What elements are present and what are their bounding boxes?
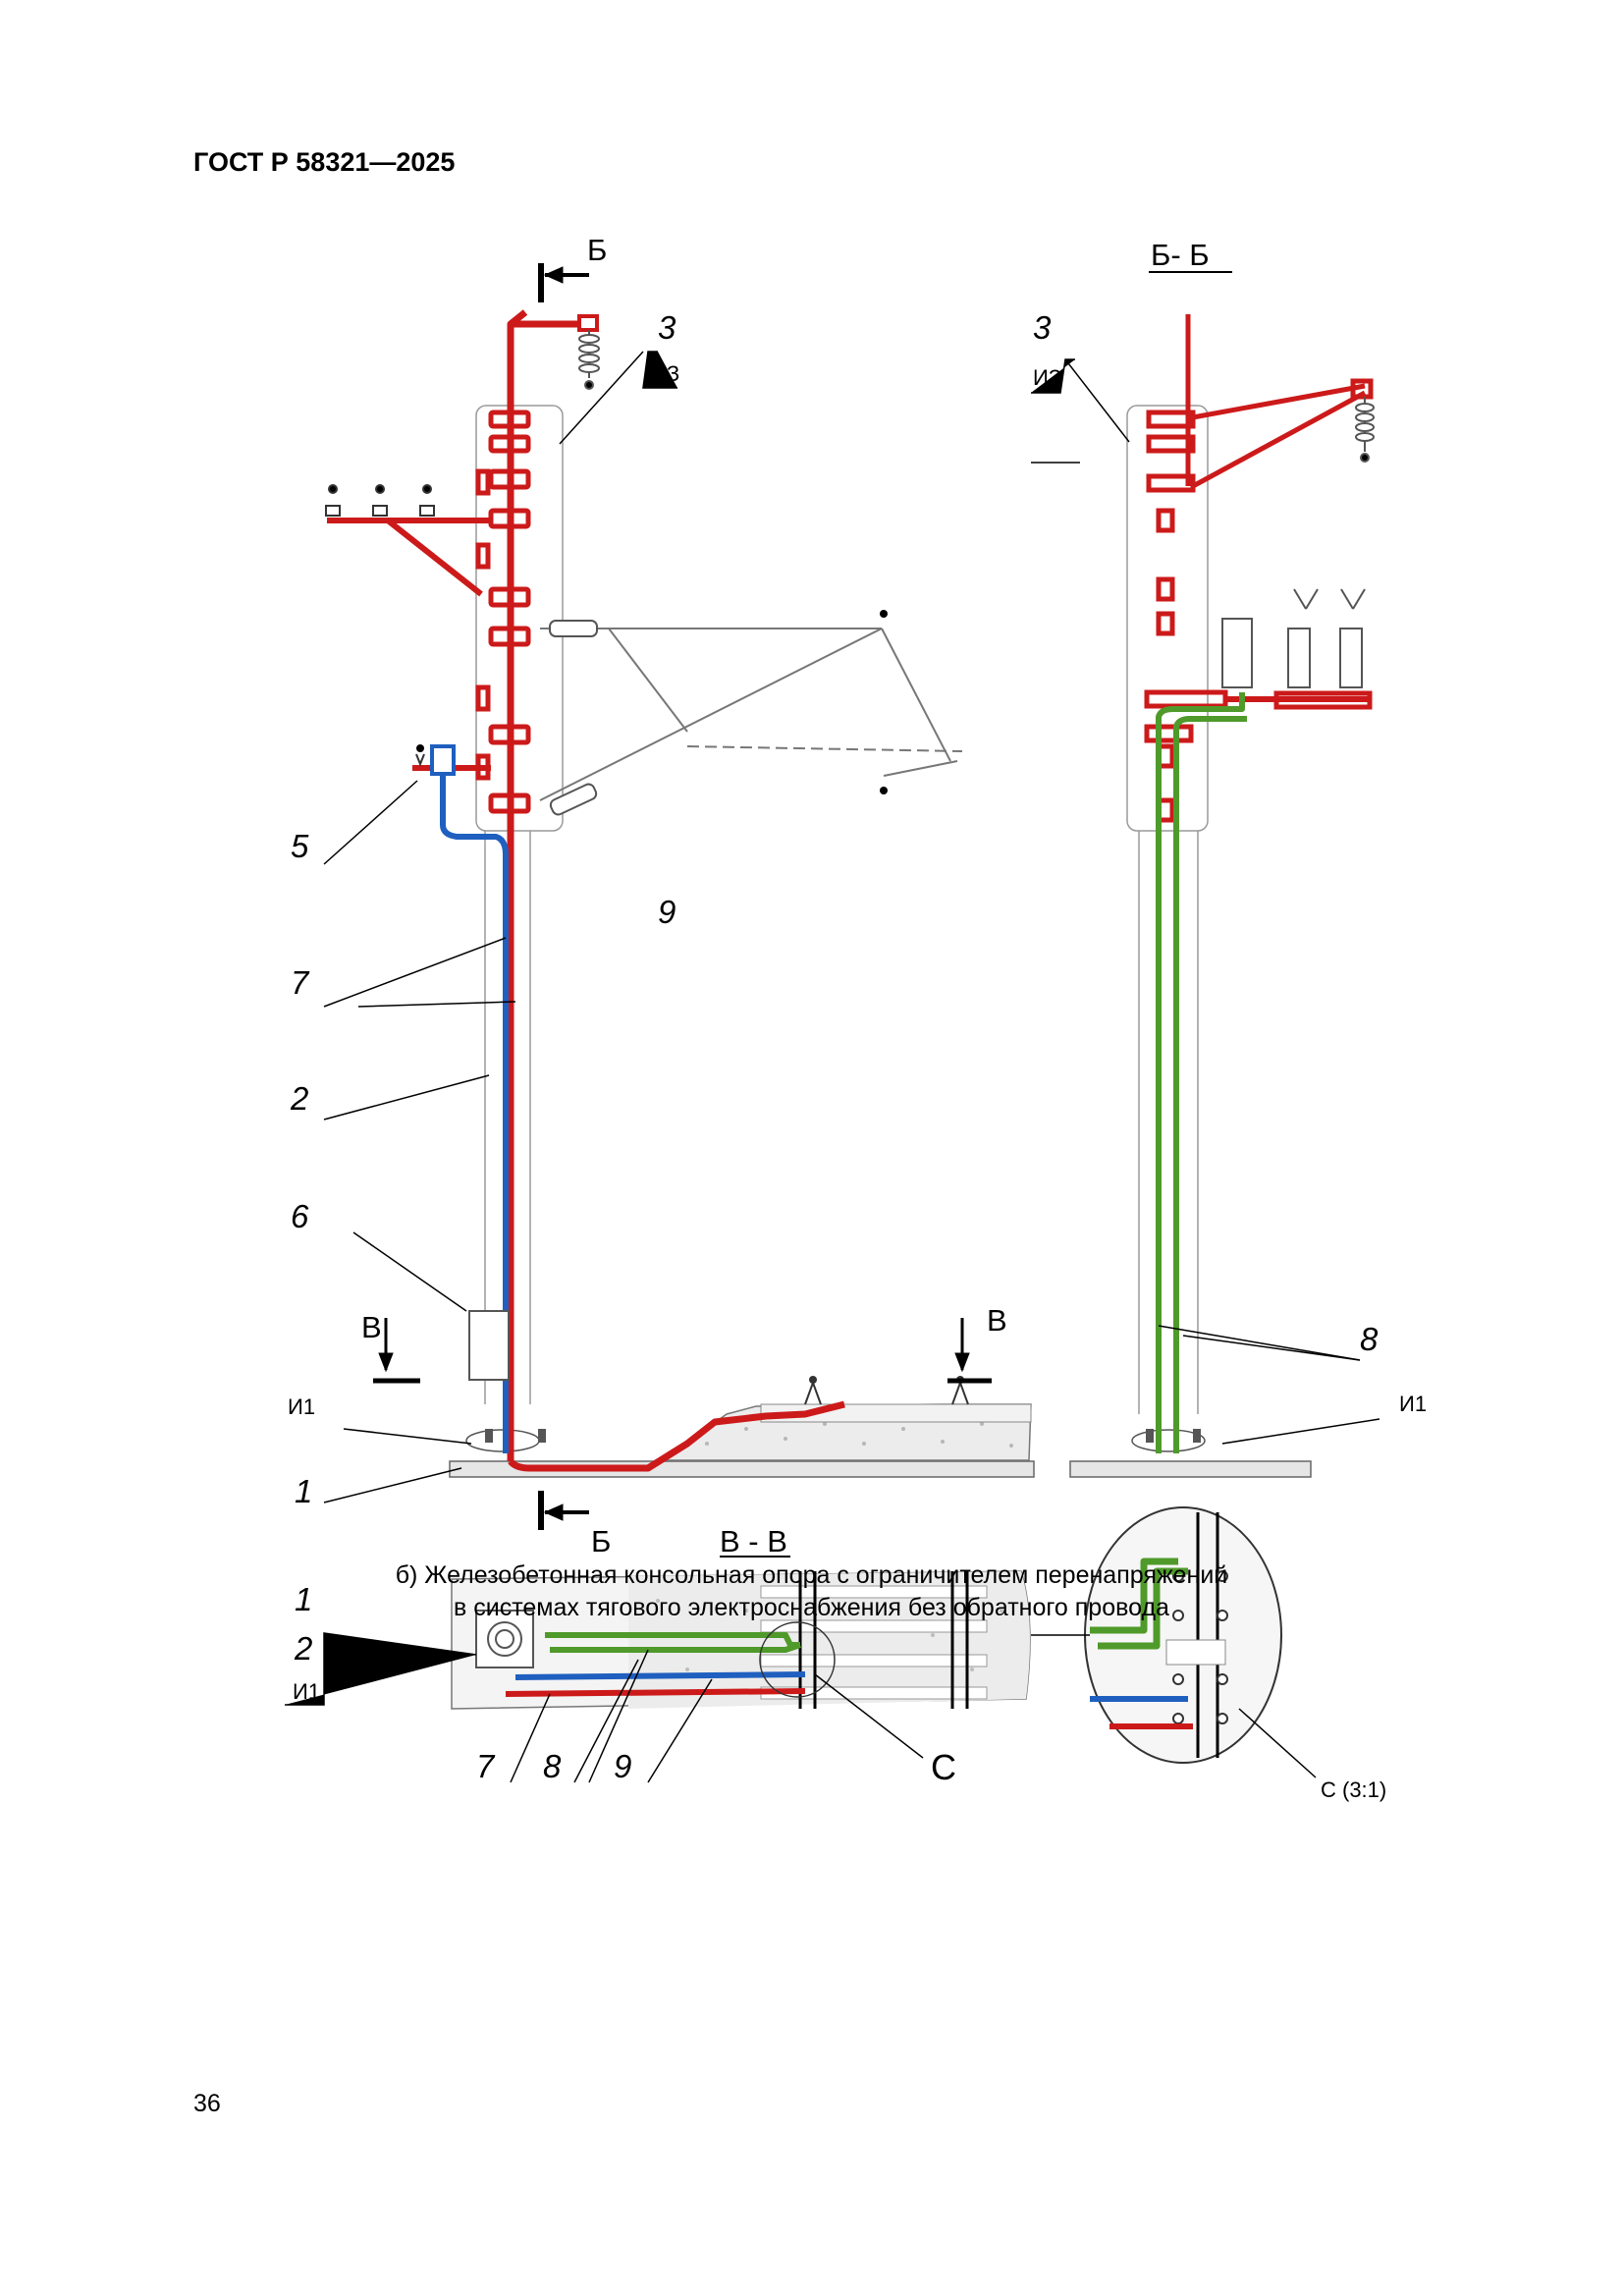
red-bracket-bb	[1144, 314, 1374, 823]
feeder-insulators	[325, 484, 435, 517]
section-v-right: В	[987, 1303, 1007, 1338]
junction-box-6	[468, 1310, 510, 1381]
foundation-left	[449, 1376, 1035, 1478]
bb-insulators	[1221, 397, 1375, 688]
section-markers	[373, 263, 1232, 1558]
labels: Б Б Б- Б В В В - В С С (3:1) 3 ИЗ 3 ИЗ 5…	[288, 233, 1427, 1802]
cantilever	[539, 610, 963, 801]
caption-line-2: в системах тягового электроснабжения без…	[454, 1594, 1169, 1621]
label-7-plan: 7	[476, 1748, 496, 1784]
section-b-top: Б	[587, 233, 607, 267]
label-i1-left: И1	[288, 1394, 315, 1419]
red-conductor-7	[507, 309, 845, 1472]
label-6: 6	[291, 1198, 309, 1234]
pole-left	[475, 405, 564, 1404]
label-3-left: 3	[658, 309, 676, 346]
blue-conductor-9	[440, 774, 509, 1453]
caption-line-1: б) Железобетонная консольная опора с огр…	[395, 1561, 1228, 1589]
document-code: ГОСТ Р 58321—2025	[193, 147, 456, 177]
label-8-plan: 8	[543, 1748, 562, 1784]
arrester-bracket	[412, 744, 491, 776]
main-view	[325, 309, 1035, 1478]
green-conductor-8	[1156, 692, 1247, 1453]
label-i1-right: И1	[1399, 1392, 1427, 1416]
section-bb-title: Б- Б	[1151, 238, 1210, 272]
label-i3-left: ИЗ	[651, 361, 679, 386]
label-2-left: 2	[290, 1080, 308, 1117]
section-bb-view	[1069, 314, 1375, 1478]
feeder-bracket	[327, 518, 491, 597]
label-3-right: 3	[1033, 309, 1052, 346]
figure-caption: б) Железобетонная консольная опора с огр…	[0, 1559, 1623, 1624]
detail-c	[1084, 1506, 1282, 1764]
section-b-bottom: Б	[591, 1524, 611, 1558]
pole-clamps	[475, 410, 531, 814]
label-9-plan: 9	[614, 1748, 631, 1784]
section-v-left: В	[361, 1310, 382, 1344]
detail-c-label: С (3:1)	[1321, 1777, 1386, 1802]
top-insulator	[577, 314, 600, 390]
label-7-left: 7	[291, 964, 310, 1001]
cantilever-insulators	[549, 620, 598, 816]
label-9-top: 9	[658, 894, 676, 930]
leader-lines	[285, 351, 1380, 1783]
label-1-left: 1	[295, 1473, 312, 1509]
section-vv-title: В - В	[720, 1524, 787, 1558]
label-1-plan: 1	[295, 1581, 312, 1617]
label-i3-right: ИЗ	[1033, 365, 1061, 390]
section-vv-plan	[451, 1570, 1031, 1710]
label-8-right: 8	[1360, 1321, 1379, 1357]
label-i1-plan: И1	[293, 1679, 320, 1704]
page-number: 36	[193, 2090, 221, 2117]
label-5: 5	[291, 828, 309, 864]
label-2-plan: 2	[294, 1630, 312, 1667]
callout-c: С	[931, 1747, 956, 1787]
